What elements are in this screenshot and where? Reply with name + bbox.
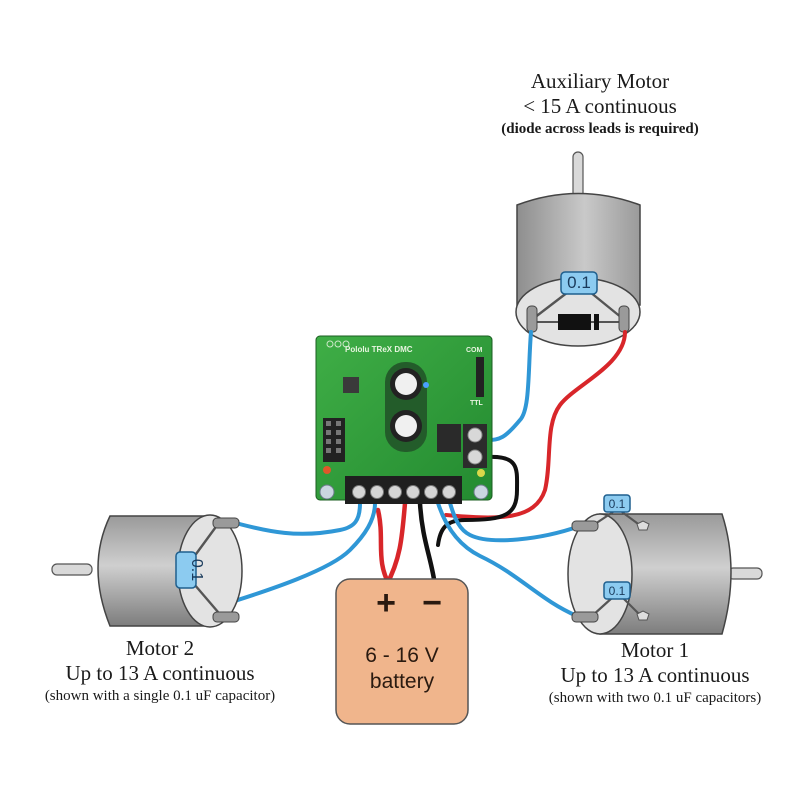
motor1-rating: Up to 13 A continuous <box>560 663 750 687</box>
aux-motor-label: Auxiliary Motor < 15 A continuous (diode… <box>470 69 730 139</box>
wire-battery-black <box>417 500 438 589</box>
aux-capacitor: 0.1 <box>560 271 598 295</box>
motor2-terminal-top <box>212 517 240 529</box>
motor2-body <box>97 515 209 627</box>
motor2-note: (shown with a single 0.1 uF capacitor) <box>44 688 276 704</box>
auxiliary-motor: 0.1 <box>515 151 641 347</box>
aux-motor-note: (diode across leads is required) <box>501 121 699 137</box>
motor1-tab-bottom <box>636 610 650 621</box>
motor1-terminal-bottom <box>571 611 599 623</box>
motor1-capacitor-bottom-value: 0.1 <box>609 584 626 598</box>
motor1-title: Motor 1 <box>620 638 690 662</box>
wire-motor1-b <box>436 501 579 618</box>
aux-motor-terminal-right <box>618 305 630 333</box>
motor1-note: (shown with two 0.1 uF capacitors) <box>548 690 762 706</box>
motor2-capacitor-value: 0.1 <box>188 559 205 581</box>
motor1-tab-top <box>636 520 650 531</box>
motor1-capacitor-top-value: 0.1 <box>609 497 626 511</box>
motor2-capacitor: 0.1 <box>175 551 205 589</box>
motor2-title: Motor 2 <box>125 636 195 660</box>
board-com-label: COM <box>466 347 483 354</box>
microcontroller-chip <box>343 377 359 393</box>
battery-voltage: 6 - 16 V <box>365 644 439 667</box>
diode-body <box>558 314 591 330</box>
board-name-label: Pololu TReX DMC <box>345 345 413 354</box>
battery-label: battery <box>370 670 435 693</box>
pin-header-left <box>323 418 345 462</box>
wire-battery-red <box>383 500 408 589</box>
terminal-screws <box>352 485 456 499</box>
wire-motor1-a <box>448 501 582 543</box>
battery-plus-sign: + <box>376 584 396 622</box>
aux-motor-shaft <box>572 151 584 199</box>
motor2-terminal-bottom <box>212 611 240 623</box>
motor-2: 0.1 <box>51 514 243 628</box>
motor1-endcap <box>567 513 633 635</box>
wire-motor2-b <box>223 501 377 606</box>
trex-dmc-board: Pololu TReX DMC COM TTL <box>315 335 493 504</box>
motor-1: 0.1 0.1 <box>567 494 763 635</box>
aux-motor-terminal-left <box>526 305 538 333</box>
pin-header-right <box>476 357 484 397</box>
aux-motor-body <box>516 192 641 306</box>
diode-band <box>594 314 599 330</box>
motor1-capacitor-top: 0.1 <box>603 494 631 513</box>
wire-aux-blue <box>485 330 533 442</box>
motor1-shaft <box>727 567 763 580</box>
yellow-led <box>477 469 485 477</box>
motor1-body <box>599 513 732 635</box>
aux-motor-rating: < 15 A continuous <box>523 94 677 118</box>
red-led <box>323 466 331 474</box>
motor2-rating: Up to 13 A continuous <box>65 661 255 685</box>
wire-motor2-a <box>223 501 362 536</box>
motor1-label: Motor 1 Up to 13 A continuous (shown wit… <box>505 638 800 708</box>
battery-minus-sign: − <box>422 584 442 622</box>
motor2-label: Motor 2 Up to 13 A continuous (shown wit… <box>0 636 320 706</box>
motor1-terminal-top <box>571 520 599 532</box>
wire-battery-red-2 <box>375 507 393 589</box>
wire-aux-red <box>444 330 627 520</box>
blue-led <box>423 382 429 388</box>
battery: + − 6 - 16 V battery <box>335 578 469 725</box>
wires <box>223 330 627 618</box>
voltage-regulator <box>437 424 461 452</box>
battery-body <box>335 578 469 725</box>
aux-motor-title: Auxiliary Motor <box>530 69 670 93</box>
motor1-capacitor-bottom: 0.1 <box>603 581 631 600</box>
aux-capacitor-value: 0.1 <box>567 273 591 292</box>
board-ttl-label: TTL <box>470 400 484 407</box>
motor2-shaft <box>51 563 93 576</box>
